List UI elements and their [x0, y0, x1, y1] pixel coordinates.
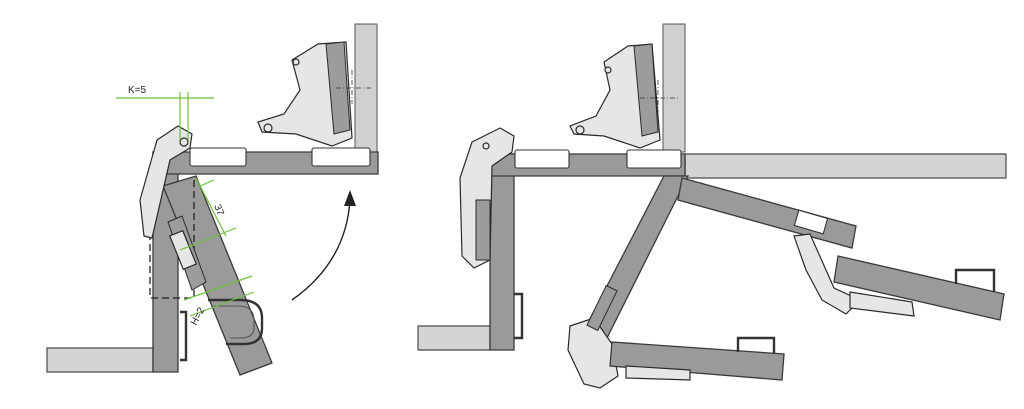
right-upper-door-cup [793, 209, 829, 235]
right-hinge-cup-1 [514, 149, 570, 169]
right-side-panel [489, 153, 515, 351]
left-side-handle [180, 310, 188, 362]
right-figure [417, 23, 1007, 389]
left-hinge-block [168, 229, 198, 271]
left-arrow-head [344, 190, 356, 206]
left-floor-panel [46, 347, 154, 373]
h-label: H=2 [189, 305, 208, 327]
right-lower-door [609, 341, 785, 381]
k-label: K=5 [128, 85, 147, 96]
left-hinge-pivot [179, 137, 189, 147]
right-upper-door [677, 177, 857, 249]
right-hinge-cup-2 [626, 149, 682, 169]
left-rotation-arrow [291, 199, 351, 301]
right-far-door-handle [954, 268, 996, 292]
left-hinge-arm [139, 125, 193, 239]
right-diagonal-hinge-plate [586, 284, 618, 332]
left-figure: K=5 37 H=2 [46, 23, 379, 376]
right-side-hinge-pivot [482, 142, 490, 150]
right-side-hinge-plate [475, 199, 491, 261]
right-side-hinge [459, 127, 515, 269]
right-cabinet-wall [662, 23, 686, 153]
right-floor-panel [417, 325, 491, 351]
left-door-handle [208, 298, 264, 346]
right-lower-door-handle [736, 336, 776, 354]
right-lower-hinge [625, 365, 691, 381]
right-closed-hinge [569, 43, 678, 149]
right-far-door [833, 255, 1005, 321]
right-far-hinge [849, 291, 915, 317]
left-hinge-cup-2 [311, 147, 371, 167]
right-long-shelf [684, 153, 1007, 179]
left-closed-hinge [257, 41, 372, 147]
depth-label: 37 [211, 203, 226, 218]
left-hinge-cup-1 [189, 147, 247, 167]
left-open-door [162, 175, 273, 376]
left-k-dimension: K=5 [116, 85, 214, 140]
right-side-handle [514, 292, 524, 340]
left-depth-dimension: 37 [179, 177, 237, 251]
